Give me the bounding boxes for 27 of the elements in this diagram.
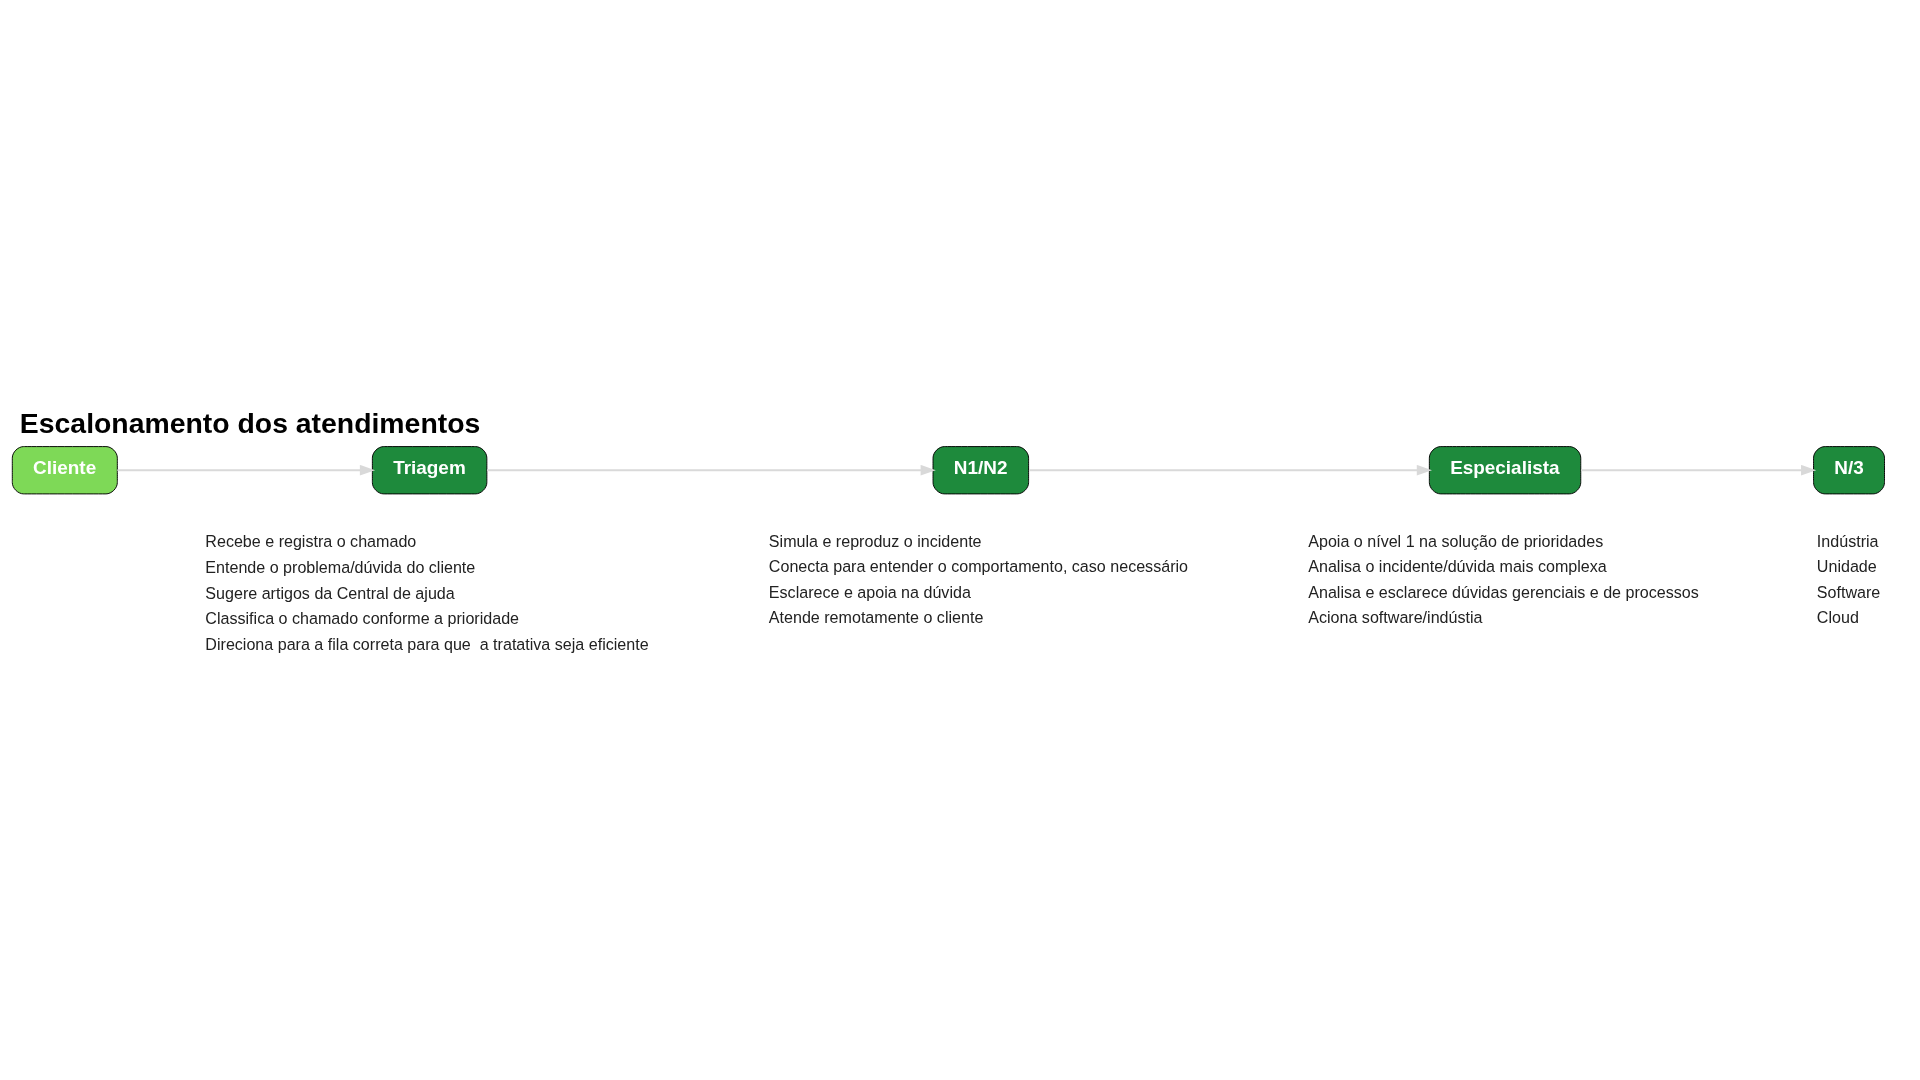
- node-label: Analisa o incidente/dúvida mais complexa: [1308, 556, 1607, 575]
- arrow: [116, 464, 376, 476]
- node-box: Especialista: [1428, 445, 1582, 494]
- node-box: Triagem: [371, 445, 488, 494]
- diagram-title: Escalonamento dos atendimentos: [19, 406, 481, 439]
- node-label: Software: [1816, 582, 1881, 601]
- node-label: Recebe e registra o chamado: [205, 531, 417, 550]
- node-box: N/3: [1813, 445, 1885, 494]
- node-label: Indústria: [1816, 531, 1879, 550]
- node-label: Atende remotamente o cliente: [768, 607, 984, 626]
- node-label: Classifica o chamado conforme a prioridade: [205, 608, 520, 627]
- node-label: Apoia o nível 1 na solução de prioridades: [1308, 531, 1604, 550]
- node-label: Simula e reproduz o incidente: [768, 531, 982, 550]
- node-label: Esclarece e apoia na dúvida: [768, 582, 971, 601]
- node-label: Cloud: [1816, 607, 1859, 626]
- node-label: Entende o problema/dúvida do cliente: [205, 557, 476, 576]
- node-label: Direciona para a fila correta para que a tratativa seja eficiente: [205, 634, 649, 653]
- node-box: N1/N2: [932, 445, 1030, 494]
- node-box: Cliente: [11, 445, 118, 494]
- node-label: Unidade: [1816, 556, 1877, 575]
- arrow: [486, 464, 936, 476]
- node-label: Conecta para entender o comportamento, caso necessário: [768, 556, 1189, 575]
- node-label: Sugere artigos da Central de ajuda: [205, 583, 455, 602]
- arrow: [1580, 464, 1817, 476]
- node-label: Analisa e esclarece dúvidas gerenciais e de processos: [1308, 582, 1699, 601]
- arrow: [1028, 464, 1432, 476]
- node-label: Aciona software/indústia: [1308, 607, 1483, 626]
